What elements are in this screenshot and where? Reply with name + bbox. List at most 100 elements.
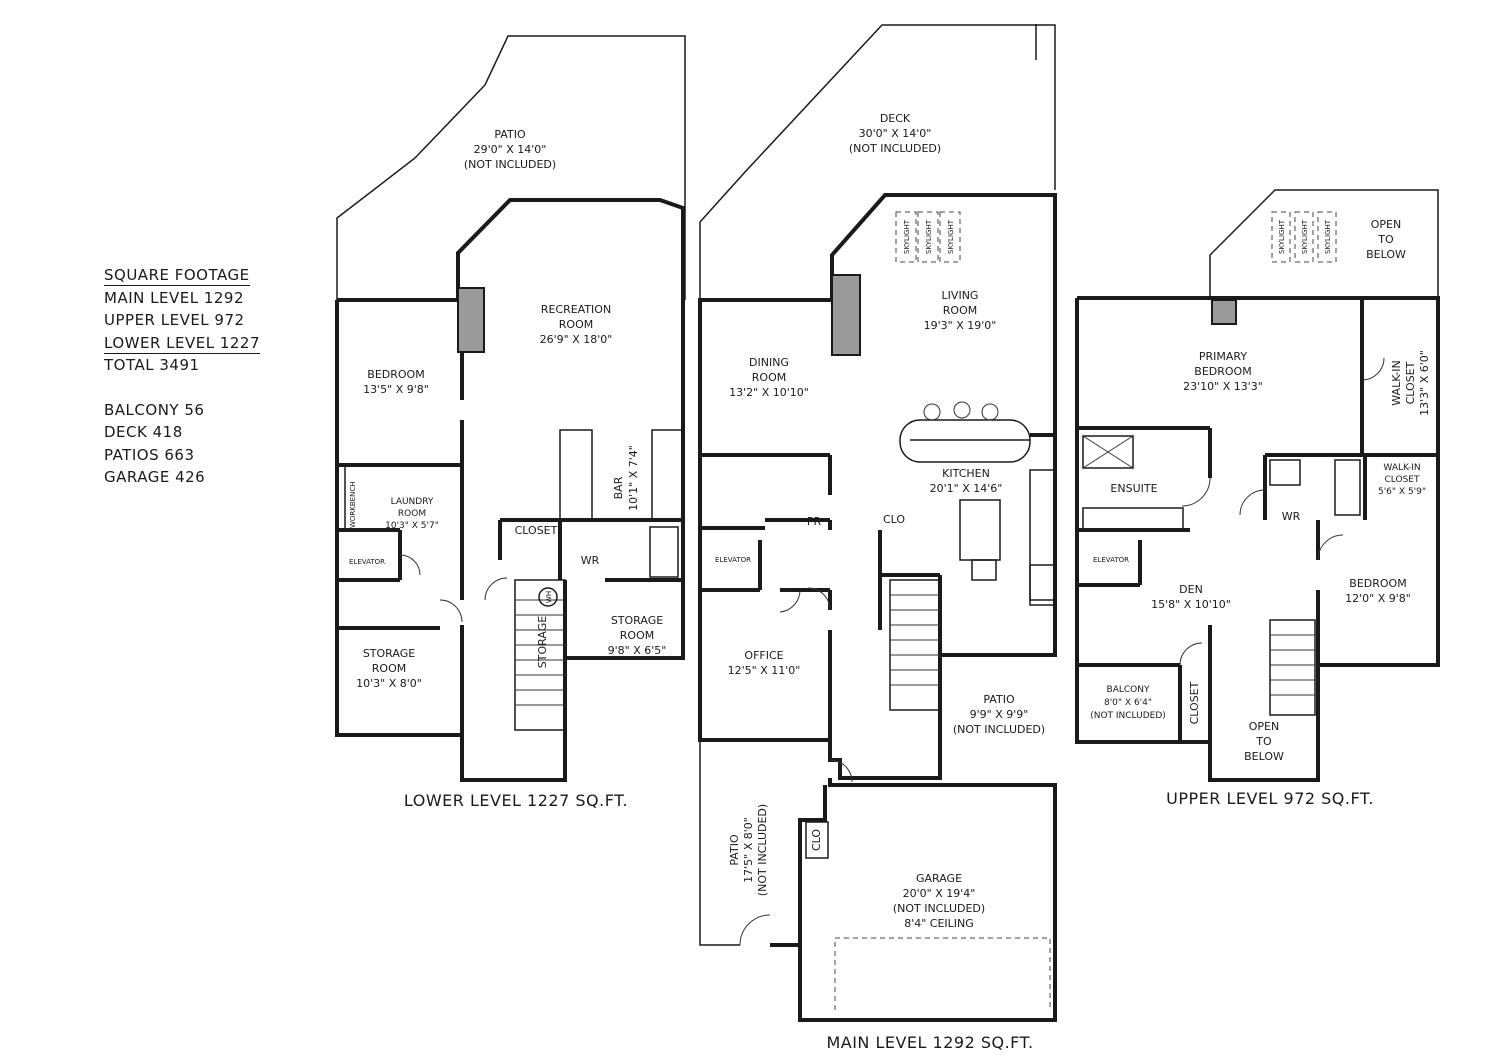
svg-text:ROOM: ROOM xyxy=(752,371,786,384)
lower-wr-label: WR xyxy=(581,554,600,567)
lower-elevator-label: ELEVATOR xyxy=(349,558,385,566)
main-kitchen-label: KITCHEN xyxy=(942,467,990,480)
main-deck-outline xyxy=(699,24,1056,298)
main-level-title: MAIN LEVEL 1292 SQ.FT. xyxy=(826,1033,1033,1052)
lower-wh-label: WH xyxy=(545,591,553,603)
svg-text:BELOW: BELOW xyxy=(1244,750,1284,763)
svg-text:23'10" X 13'3": 23'10" X 13'3" xyxy=(1183,380,1263,393)
square-footage-summary: SQUARE FOOTAGE MAIN LEVEL 1292 UPPER LEV… xyxy=(104,264,261,489)
summary-upper-level: UPPER LEVEL 972 xyxy=(104,311,245,329)
main-exterior-wall xyxy=(698,193,1057,780)
main-skylight-2: SKYLIGHT xyxy=(925,219,933,254)
main-fireplace xyxy=(831,274,861,356)
lower-bar-label: BAR xyxy=(612,476,625,499)
svg-text:17'5" X 8'0": 17'5" X 8'0" xyxy=(742,817,755,883)
svg-text:20'0" X 19'4": 20'0" X 19'4" xyxy=(903,887,976,900)
svg-text:9'8" X 6'5": 9'8" X 6'5" xyxy=(608,644,667,657)
upper-walkin1-label: WALK-IN xyxy=(1390,360,1403,405)
upper-walkin2-label: WALK-IN xyxy=(1383,463,1420,473)
main-level-plan: SKYLIGHT SKYLIGHT SKYLIGHT DECK 30'0" X … xyxy=(698,24,1057,1052)
svg-text:ROOM: ROOM xyxy=(372,662,406,675)
svg-text:13'3" X 6'0": 13'3" X 6'0" xyxy=(1418,350,1431,416)
main-skylight-3: SKYLIGHT xyxy=(947,219,955,254)
svg-text:10'1" X 7'4": 10'1" X 7'4" xyxy=(627,445,640,511)
main-office-label: OFFICE xyxy=(744,649,783,662)
svg-text:9'9" X 9'9": 9'9" X 9'9" xyxy=(970,708,1029,721)
upper-open-bottom-label: OPEN xyxy=(1249,720,1279,733)
summary-heading: SQUARE FOOTAGE xyxy=(104,266,250,286)
summary-total: TOTAL 3491 xyxy=(104,356,200,374)
lower-laundry-label: LAUNDRY xyxy=(391,497,434,507)
svg-text:12'5" X 11'0": 12'5" X 11'0" xyxy=(728,664,801,677)
svg-text:(NOT INCLUDED): (NOT INCLUDED) xyxy=(1090,711,1166,721)
svg-text:ROOM: ROOM xyxy=(620,629,654,642)
lower-bedroom-label: BEDROOM xyxy=(367,368,424,381)
svg-text:10'3" X 8'0": 10'3" X 8'0" xyxy=(356,677,422,690)
upper-den-label: DEN xyxy=(1179,583,1203,596)
upper-exterior-wall xyxy=(1075,296,1440,782)
upper-balcony-label: BALCONY xyxy=(1107,685,1150,695)
svg-text:(NOT INCLUDED): (NOT INCLUDED) xyxy=(464,158,556,171)
upper-chimney xyxy=(1211,299,1237,325)
main-garage-label: GARAGE xyxy=(916,872,962,885)
upper-bedroom-label: BEDROOM xyxy=(1349,577,1406,590)
main-clo1-label: CLO xyxy=(883,513,905,526)
svg-text:TO: TO xyxy=(1255,735,1272,748)
summary-balcony: BALCONY 56 xyxy=(104,400,205,419)
lower-workbench-label: WORKBENCH xyxy=(349,482,357,529)
main-skylight-1: SKYLIGHT xyxy=(903,219,911,254)
svg-text:15'8" X 10'10": 15'8" X 10'10" xyxy=(1151,598,1231,611)
main-side-patio-label: PATIO xyxy=(728,834,741,866)
upper-skylight-3: SKYLIGHT xyxy=(1324,219,1332,254)
summary-patios: PATIOS 663 xyxy=(104,445,195,464)
main-clo2-label: CLO xyxy=(810,829,823,851)
upper-skylight-2: SKYLIGHT xyxy=(1301,219,1309,254)
upper-open-top-label: OPEN xyxy=(1371,218,1401,231)
upper-level-title: UPPER LEVEL 972 SQ.FT. xyxy=(1166,789,1374,808)
lower-patio-label: PATIO xyxy=(494,128,526,141)
main-elevator-label: ELEVATOR xyxy=(715,556,751,564)
svg-text:ROOM: ROOM xyxy=(559,318,593,331)
svg-text:(NOT INCLUDED): (NOT INCLUDED) xyxy=(756,804,769,896)
svg-text:CLOSET: CLOSET xyxy=(1404,361,1417,404)
main-deck-label: DECK xyxy=(880,112,911,125)
main-patio-label: PATIO xyxy=(983,693,1015,706)
summary-deck: DECK 418 xyxy=(104,423,183,441)
lower-fireplace xyxy=(457,287,485,353)
svg-text:12'0" X 9'8": 12'0" X 9'8" xyxy=(1345,592,1411,605)
upper-ensuite-label: ENSUITE xyxy=(1110,482,1157,495)
svg-text:26'9" X 18'0": 26'9" X 18'0" xyxy=(540,333,613,346)
svg-text:13'2" X 10'10": 13'2" X 10'10" xyxy=(729,386,809,399)
svg-text:8'4" CEILING: 8'4" CEILING xyxy=(904,917,974,930)
upper-primary-label: PRIMARY xyxy=(1199,350,1247,363)
upper-wr-label: WR xyxy=(1282,510,1301,523)
summary-main-level: MAIN LEVEL 1292 xyxy=(104,288,244,307)
svg-text:BELOW: BELOW xyxy=(1366,248,1406,261)
lower-level-title: LOWER LEVEL 1227 SQ.FT. xyxy=(404,791,628,810)
svg-text:TO: TO xyxy=(1377,233,1394,246)
svg-text:13'5" X 9'8": 13'5" X 9'8" xyxy=(363,383,429,396)
main-dining-label: DINING xyxy=(749,356,789,369)
main-living-label: LIVING xyxy=(942,289,979,302)
svg-text:5'6" X 5'9": 5'6" X 5'9" xyxy=(1378,487,1426,497)
lower-storage-stair-label: STORAGE xyxy=(536,616,549,668)
svg-text:8'0" X 6'4": 8'0" X 6'4" xyxy=(1104,698,1152,708)
lower-level-plan: PATIO 29'0" X 14'0" (NOT INCLUDED) RECRE… xyxy=(335,35,686,810)
svg-text:(NOT INCLUDED): (NOT INCLUDED) xyxy=(849,142,941,155)
lower-patio-outline xyxy=(336,35,686,300)
svg-text:20'1" X 14'6": 20'1" X 14'6" xyxy=(930,482,1003,495)
upper-elevator-label: ELEVATOR xyxy=(1093,556,1129,564)
svg-text:(NOT INCLUDED): (NOT INCLUDED) xyxy=(953,723,1045,736)
svg-text:10'3" X 5'7": 10'3" X 5'7" xyxy=(385,521,439,531)
svg-text:19'3" X 19'0": 19'3" X 19'0" xyxy=(924,319,997,332)
upper-closet-label: CLOSET xyxy=(1188,681,1201,724)
lower-recreation-label: RECREATION xyxy=(541,303,611,316)
upper-open-outline xyxy=(1209,189,1439,298)
lower-storage-room2-label: STORAGE xyxy=(611,614,663,627)
svg-text:29'0" X 14'0": 29'0" X 14'0" xyxy=(474,143,547,156)
lower-closet-label: CLOSET xyxy=(515,524,558,537)
svg-text:BEDROOM: BEDROOM xyxy=(1194,365,1251,378)
summary-lower-level: LOWER LEVEL 1227 xyxy=(104,333,261,354)
upper-level-plan: SKYLIGHT SKYLIGHT SKYLIGHT OPEN TO BELOW… xyxy=(1075,189,1440,808)
svg-text:ROOM: ROOM xyxy=(398,509,426,519)
